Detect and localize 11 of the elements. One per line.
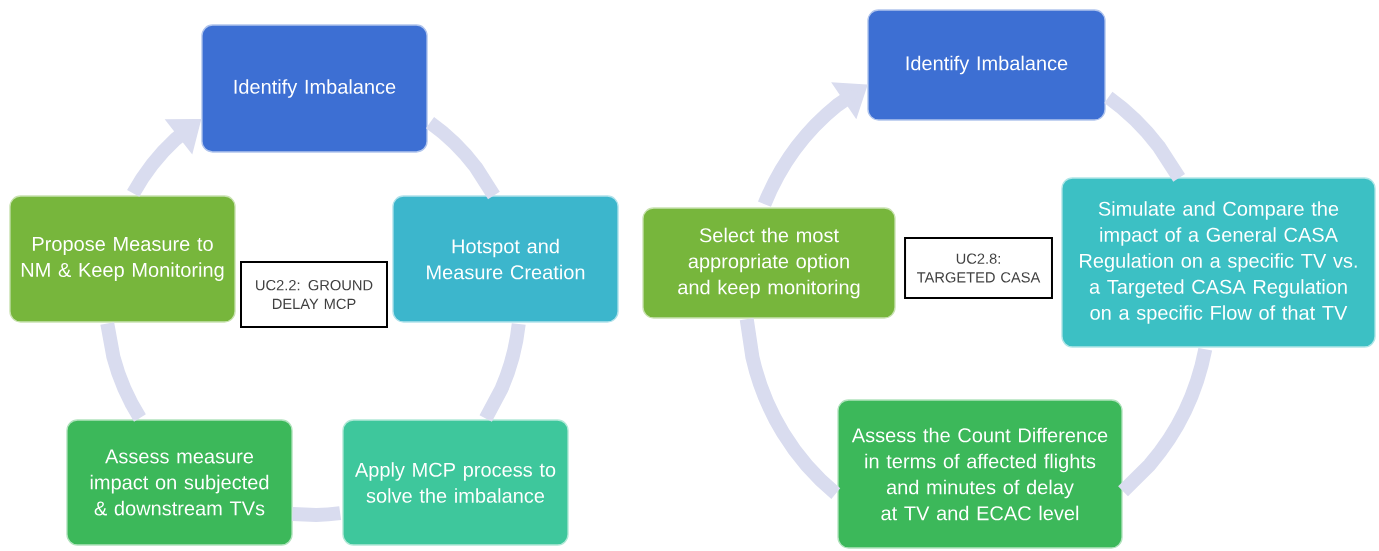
cycle-step-box: Identify Imbalance: [201, 24, 428, 153]
cycle-step-box: Select the most appropriate option and keep monitoring: [642, 207, 896, 319]
label-box: UC2.2: GROUND DELAY MCP: [240, 260, 388, 329]
cycle-step-box: Simulate and Compare the impact of a General CASA Regulation on a specific TV vs. a Targeted CASA Regulation on a specific Flow of that TV: [1061, 177, 1376, 348]
cycle-step-box: Assess the Count Difference in terms of affected flights and minutes of delay at TV and ECAC level: [837, 399, 1123, 549]
cycle-step-box: Identify Imbalance: [867, 9, 1106, 121]
cycle-step-box: Assess measure impact on subjected & downstream TVs: [66, 419, 293, 546]
label-box: UC2.8: TARGETED CASA: [904, 237, 1053, 299]
cycle-step-box: Hotspot and Measure Creation: [392, 195, 619, 323]
cycle-step-box: Propose Measure to NM & Keep Monitoring: [9, 195, 236, 323]
cycle-step-box: Apply MCP process to solve the imbalance: [342, 419, 569, 546]
